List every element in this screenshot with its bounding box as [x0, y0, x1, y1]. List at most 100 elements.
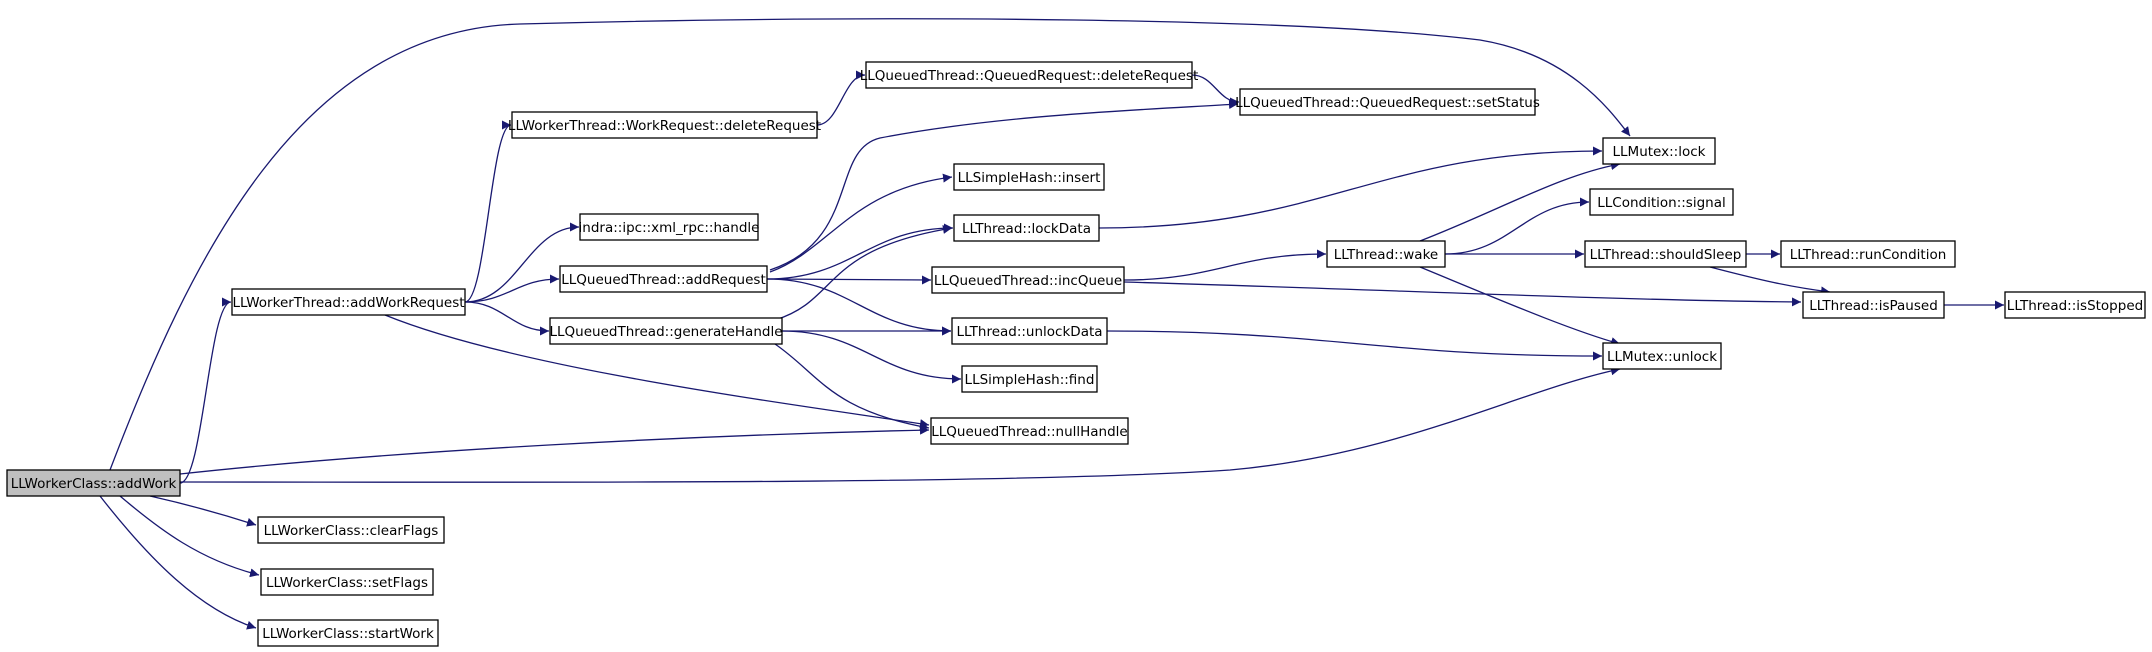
node-box	[257, 516, 445, 544]
node-incQueue[interactable]: LLQueuedThread::incQueue	[931, 266, 1125, 294]
node-label: LLQueuedThread::QueuedRequest::setStatus	[1235, 95, 1540, 111]
edge-addRequest-to-hashInsert	[769, 173, 953, 273]
edge-addWork-to-mutexUnlock	[179, 366, 1621, 483]
edge-qrDeleteRequest-to-setStatus	[1191, 74, 1240, 107]
node-label: LLSimpleHash::find	[965, 372, 1095, 388]
edge-addWork-to-mutexLock	[109, 18, 1631, 471]
node-box	[260, 568, 434, 596]
node-box	[865, 61, 1193, 89]
node-label: LLWorkerClass::clearFlags	[264, 523, 439, 539]
edge-addWork-to-startWork	[99, 495, 257, 630]
node-box	[559, 265, 768, 293]
node-box	[1326, 240, 1446, 268]
node-box	[1602, 137, 1716, 165]
node-box	[2004, 291, 2146, 319]
edge-generateHandle-to-lockData	[774, 225, 953, 321]
node-unlockData[interactable]: LLThread::unlockData	[951, 317, 1108, 345]
node-xmlrpcHandle[interactable]: indra::ipc::xml_rpc::handle	[579, 213, 760, 241]
edge-addRequest-to-unlockData	[766, 278, 952, 336]
edge-incQueue-to-wake	[1123, 249, 1327, 281]
node-box	[549, 317, 783, 345]
node-generateHandle[interactable]: LLQueuedThread::generateHandle	[549, 317, 783, 345]
edge-lockData-to-mutexLock	[1098, 146, 1603, 229]
node-box	[511, 111, 818, 139]
node-setFlags[interactable]: LLWorkerClass::setFlags	[260, 568, 434, 596]
node-mutexUnlock[interactable]: LLMutex::unlock	[1602, 342, 1722, 370]
node-label: LLMutex::lock	[1613, 144, 1706, 160]
edge-layer	[99, 18, 2004, 630]
node-label: LLCondition::signal	[1597, 195, 1726, 211]
edge-addWorkRequest-to-nullHandle	[384, 314, 930, 429]
edge-addWorkRequest-to-addRequest	[464, 274, 560, 303]
edge-addRequest-to-lockData	[766, 223, 954, 280]
node-hashInsert[interactable]: LLSimpleHash::insert	[953, 163, 1105, 191]
edge-wake-to-signal	[1444, 197, 1590, 255]
node-runCondition[interactable]: LLThread::runCondition	[1780, 240, 1956, 268]
node-label: LLWorkerClass::addWork	[11, 476, 177, 492]
node-label: LLMutex::unlock	[1607, 349, 1717, 365]
node-label: LLWorkerClass::setFlags	[266, 575, 428, 591]
node-setStatus[interactable]: LLQueuedThread::QueuedRequest::setStatus	[1235, 88, 1540, 116]
node-label: LLThread::isStopped	[2007, 298, 2143, 314]
node-signal[interactable]: LLCondition::signal	[1589, 188, 1734, 216]
node-shouldSleep[interactable]: LLThread::shouldSleep	[1584, 240, 1747, 268]
node-layer: LLWorkerClass::addWork LLWorkerThread::ad…	[6, 61, 2146, 647]
node-nullHandle[interactable]: LLQueuedThread::nullHandle	[930, 417, 1129, 445]
node-box	[931, 266, 1125, 294]
node-label: LLThread::wake	[1334, 247, 1438, 263]
edge-shouldSleep-to-isPaused	[1709, 266, 1831, 296]
node-box	[951, 317, 1108, 345]
node-box	[1584, 240, 1747, 268]
node-addRequest[interactable]: LLQueuedThread::addRequest	[559, 265, 768, 293]
node-box	[1239, 88, 1536, 116]
node-mutexLock[interactable]: LLMutex::lock	[1602, 137, 1716, 165]
node-label: LLSimpleHash::insert	[958, 170, 1101, 186]
node-box	[961, 365, 1098, 393]
edge-wake-to-mutexLock	[1419, 161, 1621, 242]
node-box	[257, 619, 439, 647]
node-label: LLThread::lockData	[962, 221, 1091, 237]
node-label: LLWorkerThread::WorkRequest::deleteReque…	[508, 118, 821, 134]
node-box	[1589, 188, 1734, 216]
node-clearFlags[interactable]: LLWorkerClass::clearFlags	[257, 516, 445, 544]
edge-unlockData-to-mutexUnlock	[1106, 330, 1603, 361]
node-addWork[interactable]: LLWorkerClass::addWork	[6, 469, 181, 497]
node-label: LLQueuedThread::nullHandle	[931, 424, 1127, 440]
edge-addWorkRequest-to-wrDeleteRequest	[464, 120, 512, 303]
node-wrDeleteRequest[interactable]: LLWorkerThread::WorkRequest::deleteReque…	[508, 111, 821, 139]
node-box	[6, 469, 181, 497]
edge-addWork-to-clearFlags	[149, 495, 257, 527]
edge-addWorkRequest-to-generateHandle	[464, 301, 550, 336]
node-label: LLThread::unlockData	[956, 324, 1102, 340]
node-label: LLWorkerClass::startWork	[262, 626, 434, 642]
node-startWork[interactable]: LLWorkerClass::startWork	[257, 619, 439, 647]
node-label: LLThread::isPaused	[1809, 298, 1938, 314]
node-lockData[interactable]: LLThread::lockData	[953, 214, 1100, 242]
node-addWorkRequest[interactable]: LLWorkerThread::addWorkRequest	[231, 288, 466, 316]
node-box	[930, 417, 1129, 445]
edge-addRequest-to-setStatus	[769, 100, 1239, 271]
node-box	[1802, 291, 1945, 319]
edge-addWork-to-nullHandle	[179, 425, 930, 475]
edge-addWork-to-setFlags	[119, 495, 260, 578]
edge-wrDeleteRequest-to-qrDeleteRequest	[816, 70, 866, 126]
node-qrDeleteRequest[interactable]: LLQueuedThread::QueuedRequest::deleteReq…	[860, 61, 1198, 89]
edge-addWork-to-addWorkRequest	[179, 297, 232, 484]
node-label: LLQueuedThread::generateHandle	[549, 324, 782, 340]
edge-addWorkRequest-to-xmlrpcHandle	[464, 222, 580, 303]
node-box	[579, 213, 759, 241]
node-isStopped[interactable]: LLThread::isStopped	[2004, 291, 2146, 319]
edge-addRequest-to-incQueue	[766, 275, 932, 285]
node-label: LLQueuedThread::QueuedRequest::deleteReq…	[860, 68, 1198, 84]
node-label: indra::ipc::xml_rpc::handle	[579, 220, 760, 236]
node-hashFind[interactable]: LLSimpleHash::find	[961, 365, 1098, 393]
node-box	[1780, 240, 1956, 268]
node-label: LLThread::shouldSleep	[1590, 247, 1742, 263]
node-isPaused[interactable]: LLThread::isPaused	[1802, 291, 1945, 319]
node-wake[interactable]: LLThread::wake	[1326, 240, 1446, 268]
node-box	[1602, 342, 1722, 370]
edge-wake-to-mutexUnlock	[1419, 266, 1621, 346]
edge-generateHandle-to-nullHandle	[774, 343, 930, 431]
node-box	[953, 163, 1105, 191]
node-label: LLWorkerThread::addWorkRequest	[232, 295, 464, 311]
